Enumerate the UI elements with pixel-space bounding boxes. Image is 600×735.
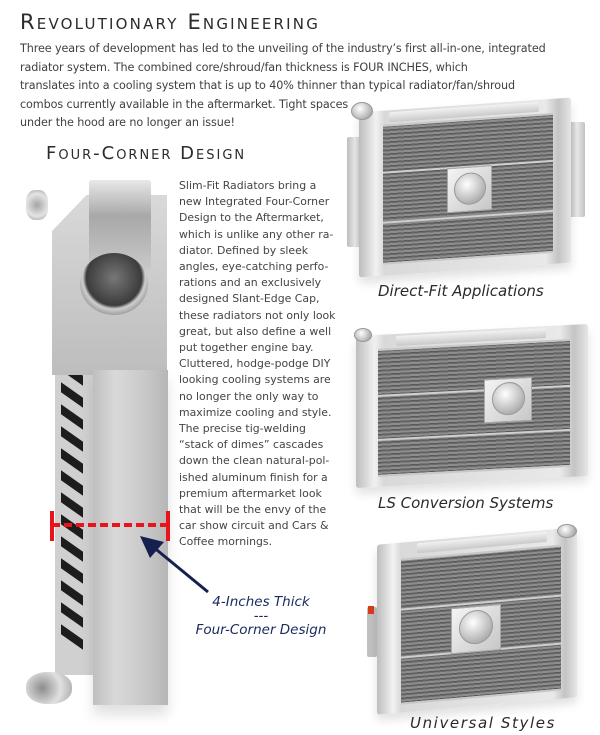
body-line: premium aftermarket look (179, 486, 322, 500)
intro-paragraph: Three years of development has led to th… (20, 40, 585, 133)
intro-line: Three years of development has led to th… (20, 42, 546, 55)
intro-line: combos currently available in the afterm… (20, 97, 349, 111)
inlet-fitting (26, 190, 48, 220)
body-line: these radiators not only look (179, 308, 336, 322)
measure-bracket-right (166, 511, 170, 541)
body-line: car show circuit and Cars & (179, 519, 329, 533)
body-line: looking cooling systems are (179, 373, 331, 387)
end-tank (93, 370, 168, 705)
intro-line: translates into a cooling system that is… (20, 79, 515, 93)
wire-connector (368, 606, 374, 614)
body-line: Coffee mornings. (179, 535, 273, 549)
thickness-annotation: 4-Inches Thick --- Four-Corner Design (176, 595, 346, 637)
direct-fit-radiator-image (345, 97, 595, 278)
annotation-separator: --- (253, 608, 269, 624)
body-line: maximize cooling and style. (179, 405, 332, 419)
body-line: angles, eye-catching perfo- (179, 260, 329, 274)
slant-edge-cap (80, 253, 148, 315)
body-line: rations and an exclusively (179, 276, 322, 290)
section-title-revolutionary-engineering: Revolutionary Engineering (20, 10, 321, 34)
body-line: new Integrated Four-Corner (179, 195, 330, 209)
body-line: designed Slant-Edge Cap, (179, 292, 320, 306)
body-line: diator. Defined by sleek (179, 243, 309, 257)
body-line: great, but also define a well (179, 324, 332, 338)
body-line: which is unlike any other ra- (179, 227, 334, 241)
intro-line: radiator system. The combined core/shrou… (20, 60, 468, 74)
body-line: Cluttered, hodge-podge DIY (179, 357, 331, 371)
thickness-measurement-line (52, 523, 168, 527)
body-line: The precise tig-welding (179, 422, 306, 436)
caption-direct-fit: Direct-Fit Applications (378, 282, 544, 300)
body-line: ished aluminum finish for a (179, 470, 328, 484)
outlet-fitting (26, 672, 72, 704)
body-line: “stack of dimes” cascades (179, 438, 324, 452)
ls-conversion-radiator-image (352, 322, 597, 489)
section-title-four-corner-design: Four-Corner Design (46, 143, 247, 164)
arrow-icon (140, 536, 209, 594)
annotation-line: 4-Inches Thick (212, 594, 310, 610)
annotation-line: Four-Corner Design (195, 622, 327, 638)
intro-line: under the hood are no longer an issue! (20, 116, 235, 130)
body-line: down the clean natural-pol- (179, 454, 330, 468)
body-line: that will be the envy of the (179, 503, 327, 517)
body-line: put together engine bay. (179, 341, 314, 355)
four-corner-paragraph: Slim-Fit Radiators bring a new Integrate… (179, 178, 359, 551)
body-line: Design to the Aftermarket, (179, 211, 324, 225)
body-line: no longer the only way to (179, 389, 319, 403)
caption-universal: Universal Styles (410, 714, 556, 732)
universal-radiator-image (365, 522, 595, 715)
caption-ls-conversion: LS Conversion Systems (378, 494, 554, 512)
body-line: Slim-Fit Radiators bring a (179, 179, 317, 192)
